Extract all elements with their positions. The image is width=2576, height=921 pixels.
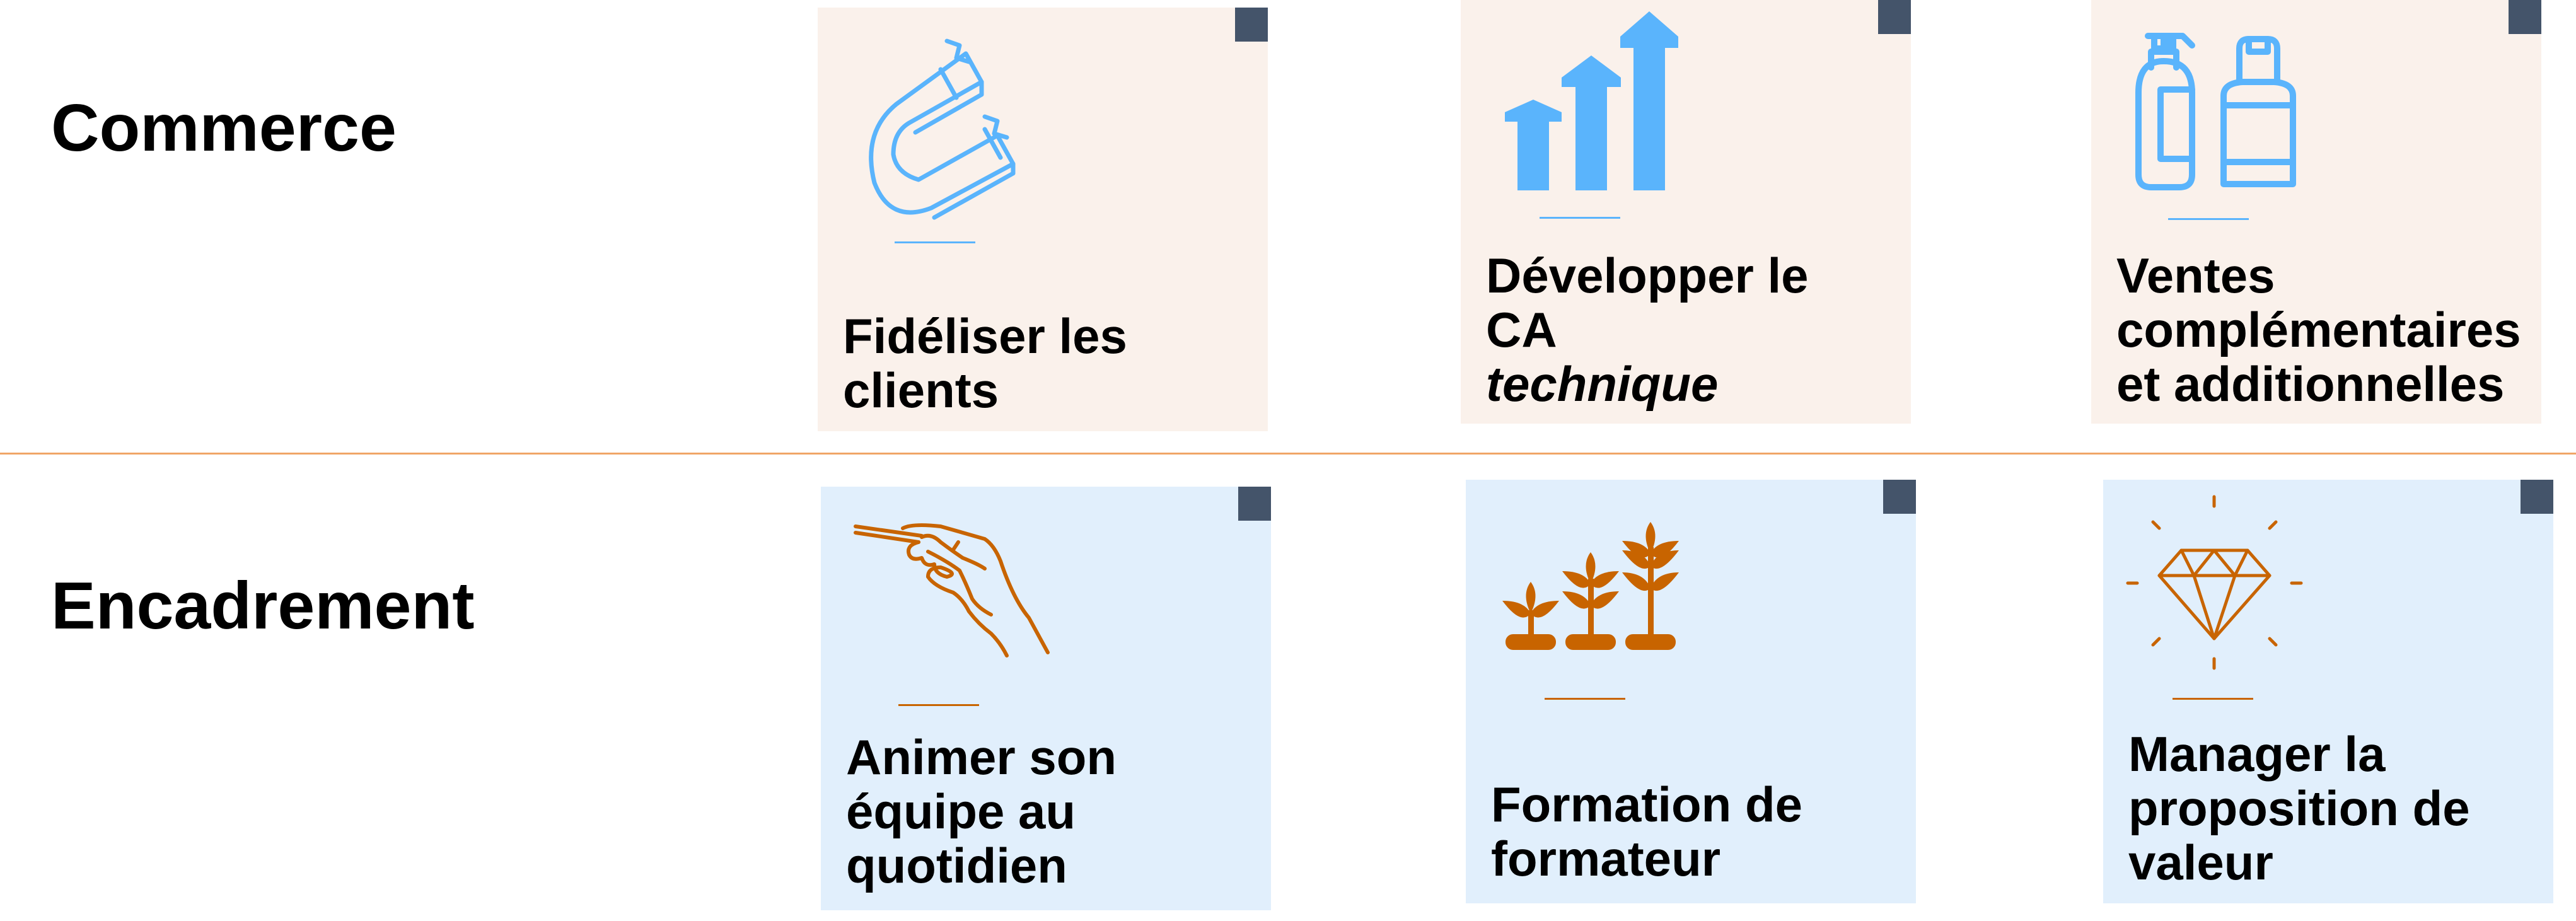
card-ventes-complementaires[interactable]: Ventes complémentaires et additionnelles (2091, 0, 2541, 424)
icon-underline (1540, 217, 1620, 219)
card-title: Fidéliser les clients (843, 309, 1243, 417)
bottles-icon (2135, 33, 2302, 190)
growing-plants-icon (1502, 509, 1682, 653)
hand-chopsticks-icon (852, 523, 1054, 659)
corner-marker (2509, 0, 2541, 34)
card-title-line: complémentaires (2116, 302, 2521, 357)
section-label-commerce: Commerce (51, 91, 397, 165)
card-title-line: clients (843, 362, 999, 418)
card-title-line: formateur (1491, 831, 1721, 886)
corner-marker (1235, 8, 1268, 42)
icon-underline (2173, 698, 2253, 700)
card-title-line: quotidien (846, 838, 1067, 893)
card-manager-proposition-valeur[interactable]: Manager la proposition de valeur (2103, 480, 2553, 903)
corner-marker (1878, 0, 1911, 34)
card-title: Formation de formateur (1491, 777, 1891, 886)
corner-marker (1883, 480, 1916, 514)
card-title-line: Manager la (2128, 726, 2386, 782)
card-title: Ventes complémentaires et additionnelles (2116, 248, 2521, 412)
card-title-line: Développer le CA (1486, 248, 1809, 357)
card-title-line: et additionnelles (2116, 356, 2505, 412)
section-divider (0, 453, 2576, 455)
card-formation-formateur[interactable]: Formation de formateur (1466, 480, 1916, 903)
icon-underline (1545, 698, 1625, 700)
card-animer-equipe[interactable]: Animer son équipe au quotidien (821, 487, 1271, 910)
card-title-line: équipe au (846, 784, 1076, 839)
section-label-encadrement: Encadrement (51, 569, 475, 643)
card-title-line: proposition de (2128, 780, 2470, 836)
corner-marker (1238, 487, 1271, 521)
growth-arrows-icon (1505, 11, 1678, 190)
corner-marker (2521, 480, 2553, 514)
card-developper-ca[interactable]: Développer le CA technique (1461, 0, 1911, 424)
card-title-line: Animer son (846, 729, 1117, 785)
icon-underline (898, 704, 979, 706)
card-title-line: Fidéliser les (843, 308, 1127, 364)
card-title: Développer le CA technique (1486, 248, 1886, 411)
icon-underline (895, 241, 975, 243)
card-title-line: valeur (2128, 835, 2273, 890)
magnet-icon (865, 38, 1054, 221)
card-title-line-italic: technique (1486, 356, 1719, 412)
icon-underline (2168, 218, 2249, 220)
diamond-icon (2125, 494, 2304, 671)
card-title-line: Ventes (2116, 248, 2275, 303)
card-title-line: Formation de (1491, 777, 1803, 832)
card-fideliser-clients[interactable]: Fidéliser les clients (818, 8, 1268, 431)
card-title: Animer son équipe au quotidien (846, 730, 1246, 893)
card-title: Manager la proposition de valeur (2128, 727, 2528, 889)
